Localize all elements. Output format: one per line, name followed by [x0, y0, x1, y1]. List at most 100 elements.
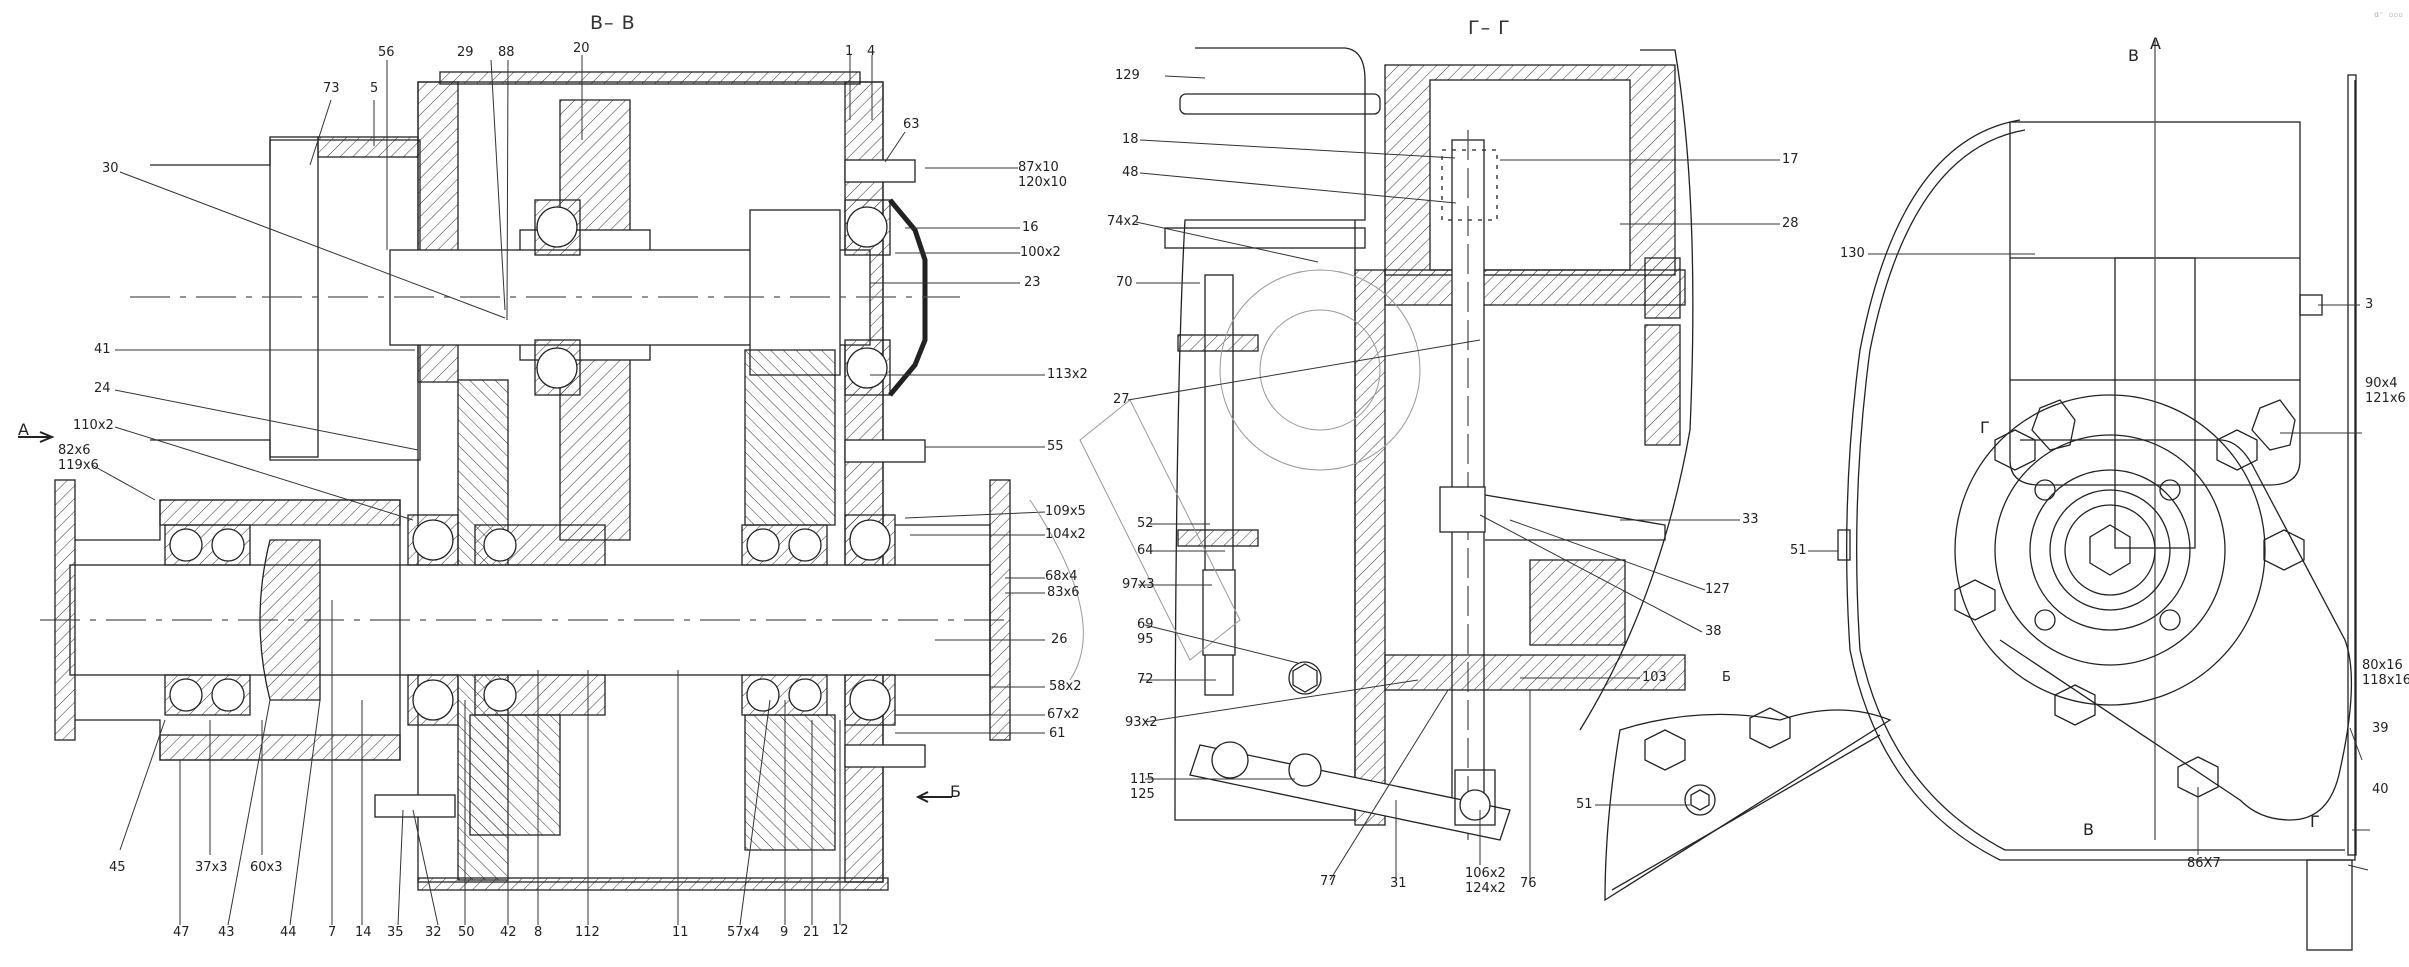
section-mark-b-mid: Б [950, 782, 961, 801]
part-label: 83x6 [1047, 585, 1080, 600]
bearing-set [164, 514, 896, 726]
part-label: 51 [1790, 543, 1807, 558]
belt-outline-inner [1856, 129, 2345, 851]
part-label: 3 [2365, 297, 2374, 312]
part-label: 30 [102, 161, 119, 176]
lever-31 [1189, 744, 1511, 841]
part-label: 64 [1137, 543, 1154, 558]
part-label: 103 [1642, 670, 1667, 685]
part-label: 109x5 [1045, 504, 1086, 519]
hex-90-right [2251, 399, 2296, 451]
part-label: 100x2 [1020, 245, 1061, 260]
part-label: 31 [1390, 876, 1407, 891]
coupling-housing-5 [317, 136, 419, 158]
part-label: 5 [370, 81, 379, 96]
part-label: 87x10 120x10 [1018, 160, 1068, 190]
bolt-35 [374, 794, 456, 818]
bolt-87 [844, 159, 916, 183]
section-mark-g-mid: Г [1980, 418, 1990, 437]
clevis-106 [1454, 769, 1496, 826]
hex-51-b [1690, 789, 1710, 811]
motor-outline [150, 139, 421, 461]
section-title-vv: В– В [590, 12, 636, 34]
bolt-hole-2 [2159, 479, 2181, 501]
part-label: 57x4 [727, 925, 760, 940]
bolt-hole-1 [2034, 479, 2056, 501]
bearing-gg-1 [1644, 257, 1681, 319]
part-label: 47 [173, 925, 190, 940]
hex-a3 [2263, 529, 2305, 571]
part-label: 42 [500, 925, 517, 940]
nut-97-stack [1202, 569, 1236, 656]
part-label: 106x2 124x2 [1465, 866, 1506, 896]
housing-top-plate [439, 71, 861, 85]
section-arrow-a [18, 431, 55, 443]
part-label: 130 [1840, 246, 1865, 261]
part-label: 77 [1320, 874, 1337, 889]
part-label: 73 [323, 81, 340, 96]
base-plate-gg [1384, 269, 1686, 306]
pin-115 [1211, 741, 1249, 779]
gearbox-flange-r4 [2064, 504, 2156, 596]
lever-33-block [1439, 486, 1486, 533]
section-mark-g-bottom: Г [2310, 812, 2320, 831]
nut-69 [1288, 661, 1322, 695]
section-title-gg: Г– Г [1468, 17, 1511, 39]
pin-106 [1459, 789, 1491, 821]
pinion [749, 209, 841, 376]
bolt-bottom-right [844, 744, 926, 768]
left-hub-hatch-bottom [159, 734, 401, 761]
part-label: 76 [1520, 876, 1537, 891]
gear-21 [744, 349, 836, 526]
motor-guard [2009, 380, 2301, 486]
gearbox-flange-outer [1954, 394, 2266, 706]
hex-a5 [2054, 684, 2096, 726]
left-hub-housing [75, 499, 401, 761]
motor-base [1164, 227, 1366, 249]
part-label: 12 [832, 923, 849, 938]
housing-inner-frame [417, 81, 884, 883]
part-label: 8 [534, 925, 543, 940]
part-label: 93x2 [1125, 715, 1158, 730]
column-tube [1354, 269, 1386, 826]
right-end-cap [989, 479, 1011, 741]
part-label: 45 [109, 860, 126, 875]
bolt-51-b [1684, 784, 1716, 816]
part-label: 26 [1051, 632, 1068, 647]
side-view [1837, 40, 2357, 951]
section-arrow-b [915, 791, 952, 803]
pin-125 [1288, 753, 1322, 787]
belt-outline [1846, 80, 2356, 861]
motor-band [1179, 93, 1381, 115]
part-label: 74x2 [1107, 214, 1140, 229]
bearing-gg-2 [1644, 324, 1681, 446]
part-label: 48 [1122, 165, 1139, 180]
bolt-51-side [1837, 529, 1851, 561]
hex-90-left [2031, 399, 2076, 451]
spring-48 [1441, 149, 1498, 221]
clamp-plate-2 [1177, 529, 1259, 547]
section-gg-view [1029, 47, 1892, 902]
part-label: 63 [903, 117, 920, 132]
hex-69 [1292, 663, 1318, 693]
hex-bolt-b1 [1644, 729, 1686, 771]
part-label: 4 [867, 44, 876, 59]
bolt-hole-3 [2034, 609, 2056, 631]
hex-a1 [1994, 429, 2036, 471]
part-label: 52 [1137, 516, 1154, 531]
bolt-hole-4 [2159, 609, 2181, 631]
bolt-55 [844, 439, 926, 463]
part-label: 115 125 [1130, 772, 1155, 802]
part-label: 67x2 [1047, 707, 1080, 722]
part-label: 60x3 [250, 860, 283, 875]
part-label: 58x2 [1049, 679, 1082, 694]
part-label: 40 [2372, 782, 2389, 797]
gear-block-gg [1529, 559, 1626, 646]
housing-bottom-plate [417, 877, 889, 891]
part-label: 33 [1742, 512, 1759, 527]
hex-a4 [1954, 579, 1996, 621]
part-label: 82x6 119x6 [58, 443, 99, 473]
part-label: 72 [1137, 672, 1154, 687]
bearing-top-left [534, 199, 581, 396]
